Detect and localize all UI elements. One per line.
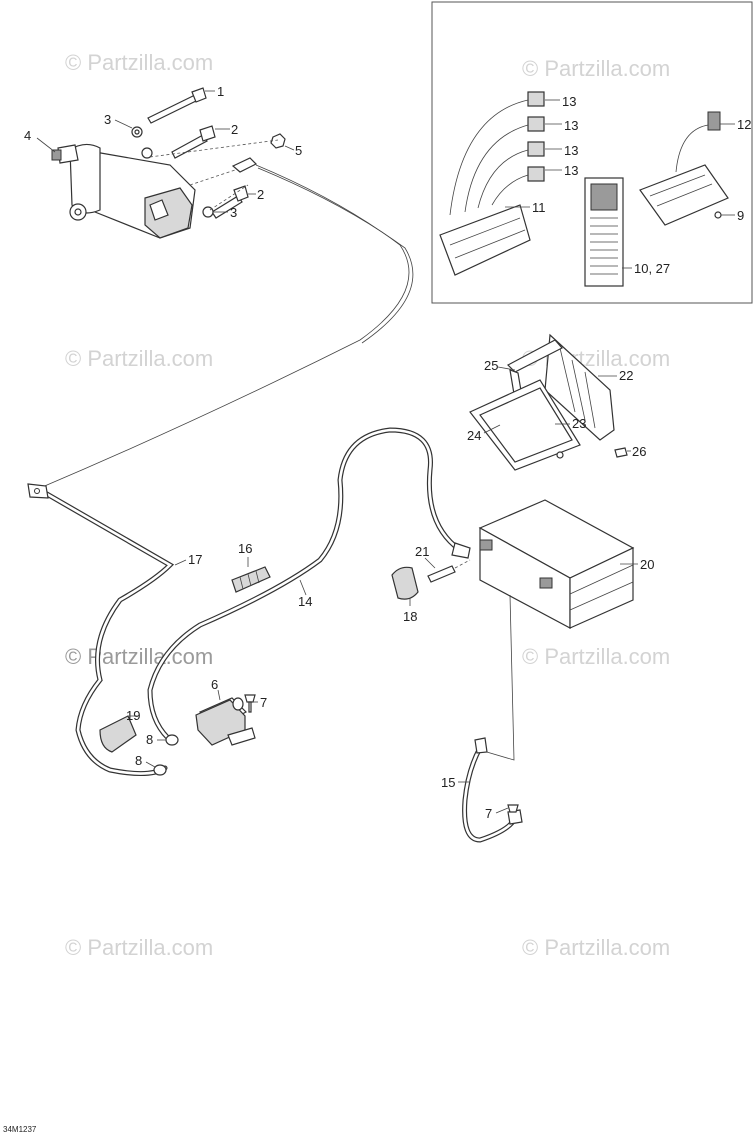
diagram-code: 34M1237 [3,1125,37,1134]
callout-6: 6 [211,677,218,692]
callout-12: 12 [737,117,751,132]
callout-3: 3 [230,205,237,220]
watermark: © Partzilla.com [65,935,213,960]
bolt-21 [427,565,456,583]
screw-26 [614,447,628,458]
callout-10-27: 10, 27 [634,261,670,276]
washer-mid [141,147,153,159]
callout-8: 8 [135,753,142,768]
callout-8: 8 [146,732,153,747]
protective-boot [231,566,271,593]
screw-7a [244,694,256,703]
callouts: 1 2 3 4 5 2 3 13 13 13 13 11 10, 27 12 9… [24,84,751,821]
callout-18: 18 [403,609,417,624]
callout-13: 13 [564,143,578,158]
callout-22: 22 [619,368,633,383]
watermark: © Partzilla.com [522,935,670,960]
watermark: © Partzilla.com [522,644,670,669]
nut-8a [165,734,179,746]
callout-9: 9 [737,208,744,223]
fuse-box-inset-frame [431,1,753,304]
battery [478,499,635,629]
callout-7: 7 [485,806,492,821]
washer-lower [202,206,214,218]
callout-3: 3 [104,112,111,127]
callout-21: 21 [415,544,429,559]
callout-20: 20 [640,557,654,572]
starter-motor [51,143,196,239]
terminal-cover-18 [391,566,419,600]
callout-26: 26 [632,444,646,459]
callout-13: 13 [564,163,578,178]
nut-8b [153,764,167,776]
callout-5: 5 [295,143,302,158]
callout-14: 14 [298,594,312,609]
callout-16: 16 [238,541,252,556]
callout-4: 4 [24,128,31,143]
watermark: © Partzilla.com [65,50,213,75]
watermark: © Partzilla.com [522,56,670,81]
nut [270,133,286,149]
bolt-upper [171,125,216,159]
solenoid [195,697,256,746]
callout-13: 13 [562,94,576,109]
callout-13: 13 [564,118,578,133]
relay [707,111,721,131]
callout-2: 2 [231,122,238,137]
bolt-long [147,87,207,124]
screw-7b [507,804,519,813]
callout-19: 19 [126,708,140,723]
callout-1: 1 [217,84,224,99]
watermark: © Partzilla.com [65,644,213,669]
callout-24: 24 [467,428,481,443]
terminal-cover-19 [99,715,137,753]
callout-7: 7 [260,695,267,710]
callout-23: 23 [572,416,586,431]
fuse-box-lid [439,204,531,276]
callout-2: 2 [257,187,264,202]
callout-25: 25 [484,358,498,373]
bolt-lower [211,185,249,219]
watermark: © Partzilla.com [65,346,213,371]
callout-15: 15 [441,775,455,790]
callout-11: 11 [532,200,546,215]
watermarks: © Partzilla.com © Partzilla.com © Partzi… [65,50,670,960]
callout-17: 17 [188,552,202,567]
battery-holder [469,333,615,471]
fuses [527,91,545,182]
